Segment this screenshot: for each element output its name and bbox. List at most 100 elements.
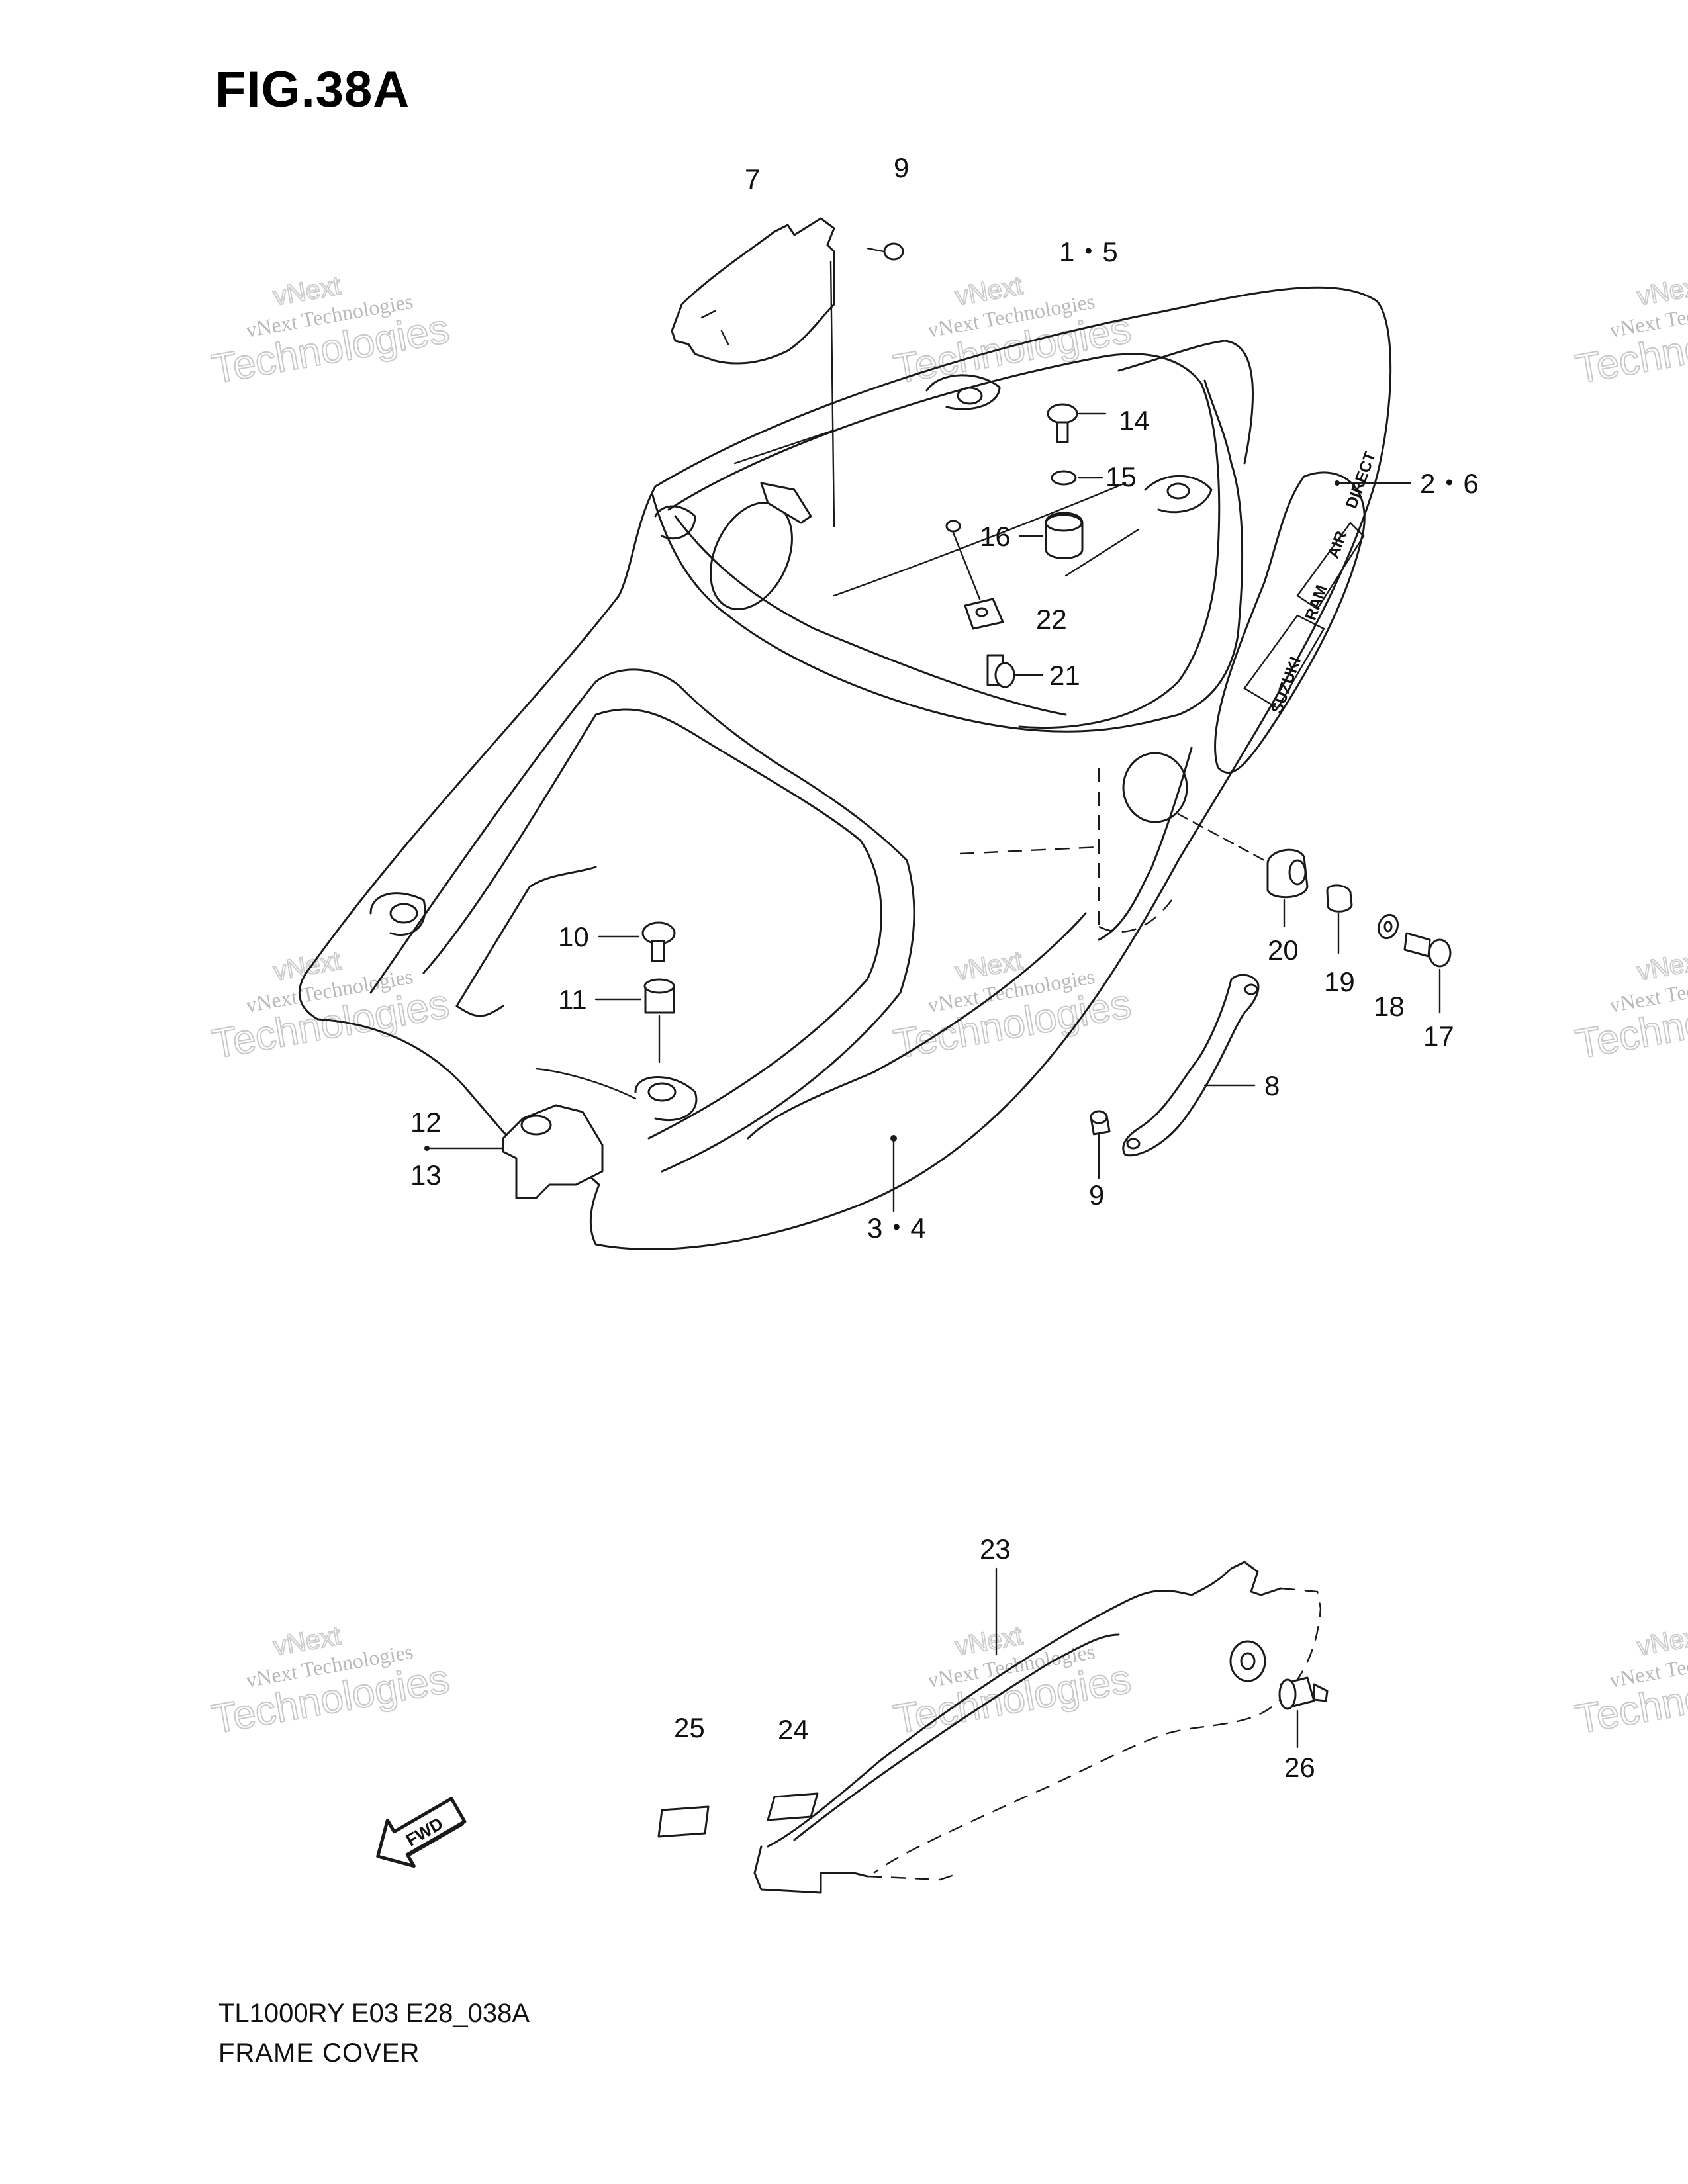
watermark: vNext vNext Technologies Technologies	[890, 270, 1135, 393]
mount-tab-front	[654, 505, 696, 540]
watermark: vNext vNext Technologies Technologies	[208, 270, 453, 393]
mount-tab-hole	[957, 387, 983, 405]
mount-tab-hole	[1166, 482, 1190, 500]
right-side-decal-panel	[1213, 471, 1366, 774]
callout-7: 7	[745, 163, 760, 195]
decal: SUZUKI RAM AIR DIRECT	[1268, 449, 1380, 716]
callout-dot	[1335, 480, 1340, 486]
callout-17: 17	[1423, 1021, 1454, 1052]
collar-15	[1051, 470, 1077, 486]
collar-11	[643, 978, 675, 1014]
lower-tab	[634, 1076, 698, 1122]
bracket-8-hole	[1126, 1138, 1141, 1150]
callout-dot	[424, 1146, 430, 1151]
callout-24: 24	[778, 1714, 809, 1745]
cover-23-hidden-edge	[873, 1587, 1322, 1874]
callout-labels: 7 9 1・5 14 15 2・6 16 22 21 20 19 18 17 1…	[410, 152, 1479, 1783]
frame-cover-assembly: SUZUKI RAM AIR DIRECT	[298, 286, 1392, 1250]
callout-dot	[890, 1135, 897, 1142]
screw-10	[641, 921, 676, 962]
callout-15: 15	[1105, 461, 1137, 492]
callout-16: 16	[980, 521, 1011, 552]
callout-23: 23	[980, 1533, 1011, 1565]
mount-tab-hole	[389, 903, 418, 924]
clip-on-rim	[760, 482, 812, 524]
decal-text: SUZUKI	[1268, 655, 1305, 716]
callout-8: 8	[1264, 1070, 1280, 1101]
callout-13: 13	[410, 1160, 442, 1191]
frame-cover-outer-outline	[298, 286, 1392, 1250]
callout-9-lower: 9	[1089, 1179, 1104, 1210]
mount-tab-top	[925, 374, 1001, 410]
leader-line	[829, 260, 835, 527]
cover-23-lower-dash	[867, 1872, 961, 1881]
watermark: vNext vNext Technologies Technologies	[1571, 1620, 1688, 1743]
leader-line	[1064, 528, 1140, 577]
seat-well-inner	[667, 353, 1221, 729]
callout-14: 14	[1119, 405, 1150, 436]
callout-19: 19	[1324, 966, 1355, 997]
watermark: vNext vNext Technologies Technologies	[890, 1620, 1135, 1743]
seat-well-rim	[651, 379, 1244, 733]
grab-rail-right	[1117, 340, 1254, 465]
cover-23-lower-edge	[753, 1845, 868, 1894]
callout-1-5: 1・5	[1059, 236, 1118, 267]
washer-18	[1377, 913, 1399, 940]
callout-12: 12	[410, 1107, 442, 1138]
collar-19	[1326, 884, 1353, 913]
left-rail-recess	[455, 866, 597, 1017]
callout-25: 25	[674, 1712, 705, 1743]
rivet-26	[1278, 1676, 1329, 1710]
side-cover-hole	[1122, 752, 1188, 823]
left-rail-outline	[369, 668, 915, 1173]
fwd-arrow-icon: FWD	[376, 1797, 467, 1868]
bracket-7-detail	[700, 310, 729, 345]
bracket-8	[1122, 974, 1260, 1157]
callout-20: 20	[1268, 934, 1299, 966]
nut-hole	[945, 520, 961, 533]
screw-9-lower	[1090, 1110, 1111, 1136]
watermark: vNext vNext Technologies Technologies	[1571, 270, 1688, 393]
model-code: TL1000RY E03 E28_038A	[218, 1999, 530, 2028]
leader-line	[535, 1068, 637, 1100]
callout-3-4: 3・4	[867, 1212, 926, 1244]
left-rail-inner	[422, 708, 882, 1140]
nut-22	[964, 598, 1004, 630]
seat-well-floor	[674, 515, 1067, 716]
bolt-17	[1403, 932, 1452, 968]
figure-title: FIG.38A	[215, 62, 410, 118]
pad-24	[767, 1792, 819, 1821]
cover-23-outline	[767, 1561, 1282, 1848]
tail-lower-panel	[747, 912, 1087, 1140]
mount-tab-left	[369, 892, 426, 936]
callout-2-6: 2・6	[1420, 468, 1479, 499]
cover-23-mount-hole-inner	[1240, 1652, 1256, 1670]
watermark: vNext vNext Technologies Technologies	[1571, 945, 1688, 1068]
callout-18: 18	[1374, 991, 1405, 1022]
mount-tab-rear	[1144, 475, 1213, 514]
seat-well-crease	[733, 429, 1127, 597]
decal-text: AIR	[1325, 529, 1351, 561]
cushion-16	[1045, 512, 1084, 559]
bracket-7	[671, 217, 835, 365]
leader-line	[952, 531, 981, 600]
bracket-12-13	[502, 1104, 604, 1199]
assembly-name: FRAME COVER	[218, 2038, 420, 2068]
bracket-8-hole	[1244, 983, 1258, 995]
watermark: vNext vNext Technologies Technologies	[208, 1620, 453, 1743]
callout-11: 11	[558, 984, 587, 1015]
callout-10: 10	[558, 921, 589, 952]
callout-26: 26	[1284, 1752, 1315, 1783]
callout-22: 22	[1036, 604, 1067, 635]
tail-underside-edge	[1098, 747, 1193, 941]
callout-9: 9	[894, 152, 909, 183]
pad-25	[657, 1805, 710, 1838]
bolt-14	[1047, 403, 1078, 443]
bracket-12-13-hole	[520, 1115, 552, 1136]
bolt-21	[986, 654, 1015, 688]
cover-23-inner	[793, 1633, 1120, 1841]
decal-logo-mark	[1243, 522, 1365, 709]
screw-9-top	[866, 242, 904, 261]
